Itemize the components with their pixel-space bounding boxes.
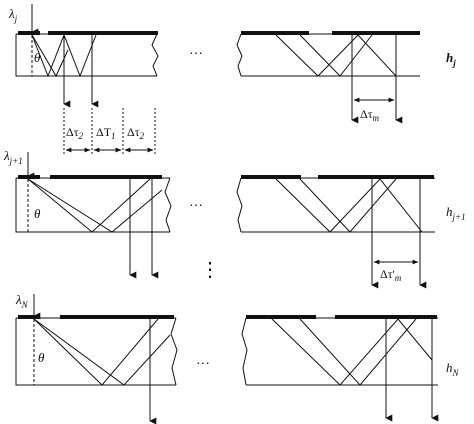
ray-j1-2 — [27, 178, 163, 233]
label-h-j: hj — [446, 50, 456, 68]
theta-j: θ — [34, 50, 41, 65]
waveguide-row-j1 — [15, 152, 435, 289]
label-dtau-m: Δτm — [360, 107, 380, 123]
coating-left-j — [18, 31, 40, 35]
ray-j1-1 — [27, 178, 151, 233]
theta-N: θ — [38, 350, 45, 365]
label-h-N: hN — [446, 360, 460, 378]
ellipsis-row-j: ··· — [189, 47, 203, 62]
ellipsis-vertical: ⋮ — [200, 259, 220, 281]
label-dtau2-a: Δτ2 — [66, 125, 84, 141]
label-dtau-m-prime: Δτ'm — [380, 267, 402, 283]
delay-dimensions — [63, 108, 156, 154]
ray-right-j-1 — [275, 34, 397, 77]
coating-left-j-2 — [48, 31, 158, 35]
ray-right-j-2 — [299, 34, 373, 77]
coating-right-j-1 — [241, 31, 309, 35]
coating-right-j-2 — [332, 31, 420, 35]
label-lambda-j: λj — [8, 6, 18, 24]
ray-N-1 — [33, 318, 159, 386]
label-dT1: ΔT1 — [96, 125, 116, 141]
waveguide-row-j — [15, 4, 420, 124]
ray-N-2 — [33, 318, 171, 386]
label-lambda-N: λN — [15, 292, 29, 310]
ellipsis-row-N: ··· — [196, 357, 210, 372]
label-dtau2-b: Δτ2 — [127, 125, 145, 141]
slab-right-j1 — [236, 177, 435, 233]
label-h-j1: hj+1 — [446, 204, 466, 222]
label-lambda-j1: λj+1 — [3, 148, 23, 166]
slab-right-j — [236, 33, 420, 77]
theta-j1: θ — [34, 206, 41, 221]
labels: λj θ hj ··· Δτ2 ΔT1 Δτ2 Δτm λj+1 θ hj+1 … — [3, 6, 466, 378]
ellipsis-row-j1: ··· — [189, 199, 203, 214]
waveguide-row-N — [15, 294, 439, 424]
